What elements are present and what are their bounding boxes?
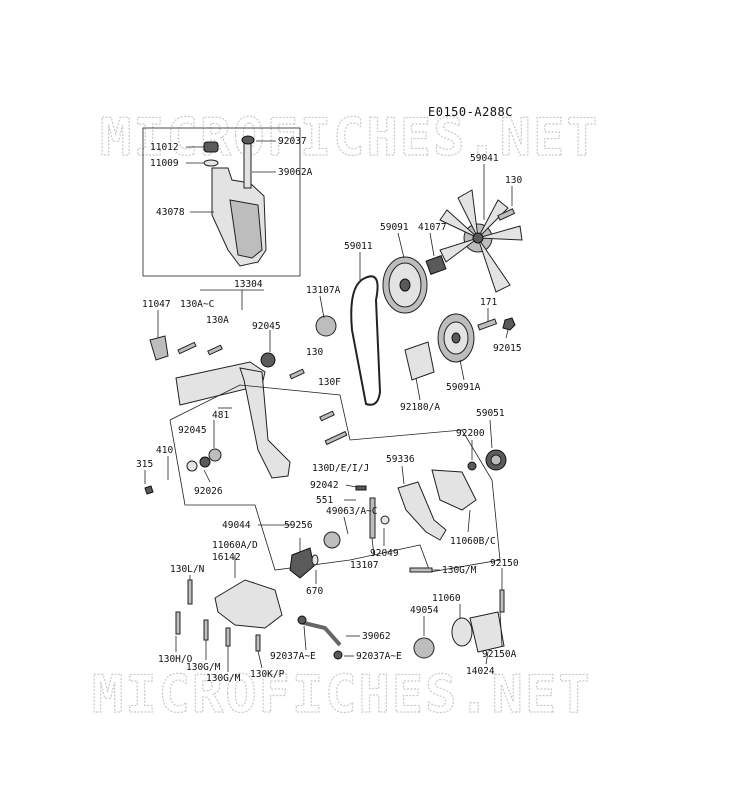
reservoir-box xyxy=(142,127,301,277)
label-49054: 49054 xyxy=(410,605,439,616)
seal-92049 xyxy=(380,515,390,525)
pin-92042 xyxy=(355,485,367,491)
label-92045-lower: 92045 xyxy=(178,425,207,436)
label-481: 481 xyxy=(212,410,229,421)
label-14024: 14024 xyxy=(466,666,495,677)
label-13107: 13107 xyxy=(350,560,379,571)
pump-shaft xyxy=(369,497,376,539)
watermark-top: MICROFICHES.NET xyxy=(100,108,600,168)
label-11009: 11009 xyxy=(150,158,179,169)
label-16142: 16142 xyxy=(212,552,241,563)
label-11047: 11047 xyxy=(142,299,171,310)
label-92150: 92150 xyxy=(490,558,519,569)
gasket-11060bc xyxy=(431,469,477,511)
washer-92200 xyxy=(467,461,477,471)
diagram-code: E0150-A288C xyxy=(428,105,513,119)
pump-group-outline xyxy=(169,384,501,573)
label-11060B-C: 11060B/C xyxy=(450,536,496,547)
label-13107A: 13107A xyxy=(306,285,341,296)
label-11012: 11012 xyxy=(150,142,179,153)
label-92037A-E-right: 92037A~E xyxy=(356,651,402,662)
hose-39062 xyxy=(299,620,342,647)
fan-pulley xyxy=(382,256,428,314)
label-315: 315 xyxy=(136,459,153,470)
label-59041: 59041 xyxy=(470,153,499,164)
crank-pulley xyxy=(437,313,475,363)
pulley-plate xyxy=(404,341,435,381)
label-41077: 41077 xyxy=(418,222,447,233)
label-551: 551 xyxy=(316,495,333,506)
clamp-upper xyxy=(297,615,307,625)
watermark-bottom: MICROFICHES.NET xyxy=(92,665,592,725)
label-92015: 92015 xyxy=(493,343,522,354)
tensioner-assembly xyxy=(144,315,337,495)
cooling-fan xyxy=(439,189,523,293)
label-171: 171 xyxy=(480,297,497,308)
label-130-fan: 130 xyxy=(505,175,522,186)
label-130D-E-I-J: 130D/E/I/J xyxy=(312,463,369,474)
label-59011: 59011 xyxy=(344,241,373,252)
label-11060: 11060 xyxy=(432,593,461,604)
label-49063-A-C: 49063/A~C xyxy=(326,506,377,517)
label-130G-M-right: 130G/M xyxy=(442,565,477,576)
pump-bolts xyxy=(175,567,433,652)
label-59091: 59091 xyxy=(380,222,409,233)
label-92049: 92049 xyxy=(370,548,399,559)
label-670: 670 xyxy=(306,586,323,597)
pump-housing xyxy=(214,579,283,629)
label-13304: 13304 xyxy=(234,279,263,290)
fan-spacer xyxy=(425,255,447,275)
leader-lines xyxy=(144,140,513,672)
pump-gear xyxy=(485,449,507,471)
label-92026: 92026 xyxy=(194,486,223,497)
bolt-92150 xyxy=(499,589,505,613)
clamp-lower xyxy=(333,650,343,660)
label-130L-N: 130L/N xyxy=(170,564,205,575)
v-belt xyxy=(350,275,382,406)
label-59256: 59256 xyxy=(284,520,313,531)
pump-body-59336 xyxy=(397,481,447,541)
label-39062: 39062 xyxy=(362,631,391,642)
label-43078: 43078 xyxy=(156,207,185,218)
label-92037A-E-left: 92037A~E xyxy=(270,651,316,662)
label-59051: 59051 xyxy=(476,408,505,419)
label-130A-C: 130A~C xyxy=(180,299,214,310)
label-130H-O: 130H/O xyxy=(158,654,193,665)
label-92150A: 92150A xyxy=(482,649,517,660)
reservoir-tank xyxy=(203,135,267,267)
bolt-171 xyxy=(477,318,498,331)
label-130F: 130F xyxy=(318,377,341,388)
label-59091A: 59091A xyxy=(446,382,481,393)
nut-92015 xyxy=(502,317,516,331)
impeller xyxy=(289,531,341,579)
label-59336: 59336 xyxy=(386,454,415,465)
label-130G-M-lower-b: 130G/M xyxy=(206,673,241,684)
tensioner-bolts xyxy=(177,341,348,446)
label-130K-P: 130K/P xyxy=(250,669,285,680)
label-49044: 49044 xyxy=(222,520,251,531)
o-ring-670 xyxy=(311,554,319,566)
label-130G-M-lower-a: 130G/M xyxy=(186,662,221,673)
gasket-11060 xyxy=(451,617,473,647)
thermostat-cover-14024 xyxy=(469,611,505,653)
label-92037: 92037 xyxy=(278,136,307,147)
label-410: 410 xyxy=(156,445,173,456)
label-92180A: 92180/A xyxy=(400,402,440,413)
label-92042: 92042 xyxy=(310,480,339,491)
label-39062A: 39062A xyxy=(278,167,313,178)
label-92200: 92200 xyxy=(456,428,485,439)
label-11060A-D: 11060A/D xyxy=(212,540,258,551)
label-130A: 130A xyxy=(206,315,229,326)
thermostat-49054 xyxy=(413,637,435,659)
label-130-arm: 130 xyxy=(306,347,323,358)
label-92045-upper: 92045 xyxy=(252,321,281,332)
